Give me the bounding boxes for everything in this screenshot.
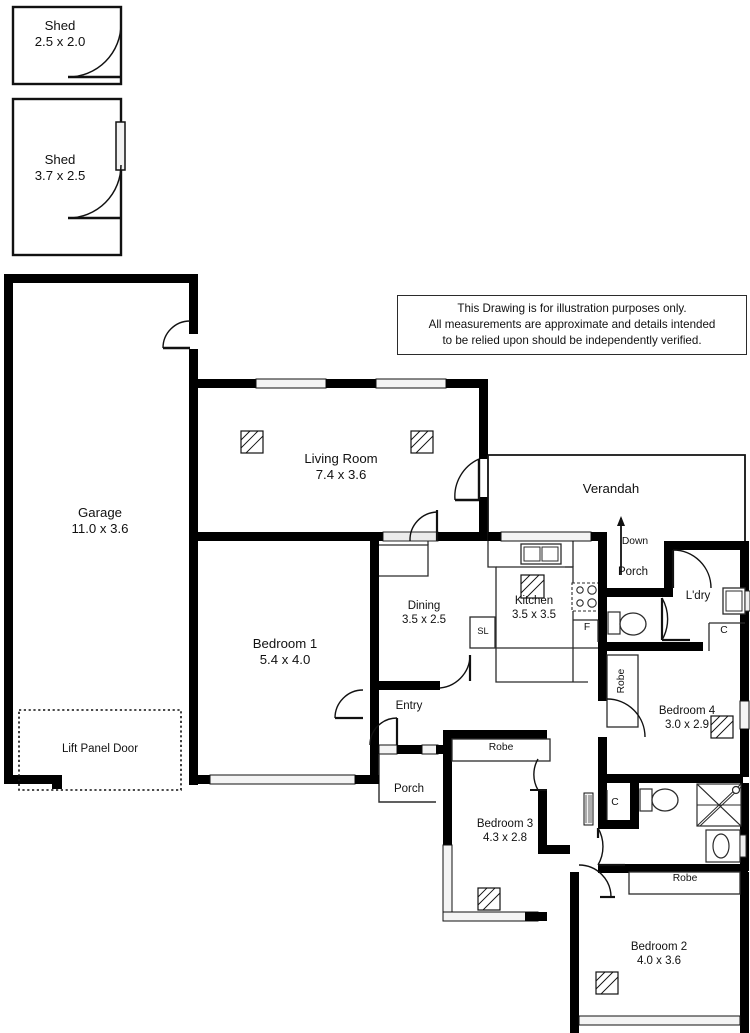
bedroom3-door-swing-icon [530,758,547,791]
shed-small-outline [11,5,123,86]
room-label-shed-small: Shed 2.5 x 2.0 [34,18,86,49]
room-label-kitchen: Kitchen 3.5 x 3.5 [511,595,557,621]
down-arrow-icon [617,516,625,575]
bedroom2-walls [570,872,749,1033]
bedroom4-robe-label: Robe [615,668,627,694]
room-label-bedroom-2: Bedroom 2 4.0 x 3.6 [630,941,688,967]
lift-panel-door-outline [18,709,182,791]
verandah-outline [487,454,746,551]
bathroom-door-swing-icon [596,827,625,867]
bathroom-shower-icon [696,783,742,827]
fridge-outline [572,620,599,682]
bedroom4-door-swing-icon [606,698,646,738]
garage-door-swing-icon [162,320,191,350]
room-label-laundry: L'dry [685,590,711,602]
bathroom-toilet-icon [639,788,679,812]
fridge-label: F [583,622,591,633]
sliding-door-label: SL [477,626,489,636]
bedroom2-vent-icon [595,971,619,995]
bedroom2-door-swing-icon [578,864,615,899]
living-room-door-swing-icon [454,458,481,502]
room-label-dining: Dining 3.5 x 2.5 [401,600,447,626]
room-label-verandah: Verandah [582,481,640,496]
laundry-sink-icon [722,587,750,615]
room-label-bedroom-4: Bedroom 4 3.0 x 2.9 [658,705,716,731]
wc-door-swing-icon [660,597,690,642]
room-label-porch-rear: Porch [617,566,649,578]
room-label-bedroom-3: Bedroom 3 4.3 x 2.8 [476,818,534,844]
room-label-garage: Garage 11.0 x 3.6 [71,505,129,536]
laundry-closet-label: C [720,625,728,636]
bathroom-closet-label: C [611,797,619,808]
bedroom2-robe-label: Robe [672,873,698,884]
lift-panel-door-label: Lift Panel Door [61,743,139,755]
room-label-entry: Entry [395,700,423,712]
bedroom4-robe-outline [606,654,639,728]
wc-walls [598,596,703,651]
hall-window-icon [583,792,594,826]
laundry-closet-outline [708,622,745,651]
living-room-secondary-door-icon [409,510,439,542]
entry-door-swing-icon [334,689,364,720]
kitchen-benches [487,541,600,683]
bedroom3-robe-outline [451,738,551,762]
dining-sliding-door-box [469,616,496,649]
bathroom-basin-icon [705,829,747,863]
room-label-porch-front: Porch [393,783,425,795]
living-room-vent-icons [240,430,434,454]
dining-door-swing-icon [436,654,472,689]
bedroom4-walls [598,651,750,783]
room-label-shed-large: Shed 3.7 x 2.5 [34,152,86,183]
disclaimer-note: This Drawing is for illustration purpose… [397,295,747,356]
bedroom2-robe-outline [628,871,741,895]
dining-fixtures [379,541,429,577]
bedroom3-robe-label: Robe [488,742,514,753]
room-label-living-room: Living Room 7.4 x 3.6 [304,451,378,482]
bedroom4-vent-icon [710,715,734,739]
bedroom3-vent-icon [477,887,501,911]
kitchen-vent-icon [520,574,545,599]
bedroom3-walls [442,730,547,922]
shed-large-outline [11,97,126,257]
kitchen-sink-icon [520,543,562,565]
kitchen-cooktop-icon [571,582,601,612]
wc-toilet-icon [607,611,647,636]
room-label-bedroom-1: Bedroom 1 5.4 x 4.0 [252,636,318,667]
bathroom-walls [598,782,749,873]
hall-walls [538,845,570,854]
down-label: Down [621,536,649,547]
front-door-swing-icon [369,717,399,746]
porch-rear-door-icon [671,549,712,589]
